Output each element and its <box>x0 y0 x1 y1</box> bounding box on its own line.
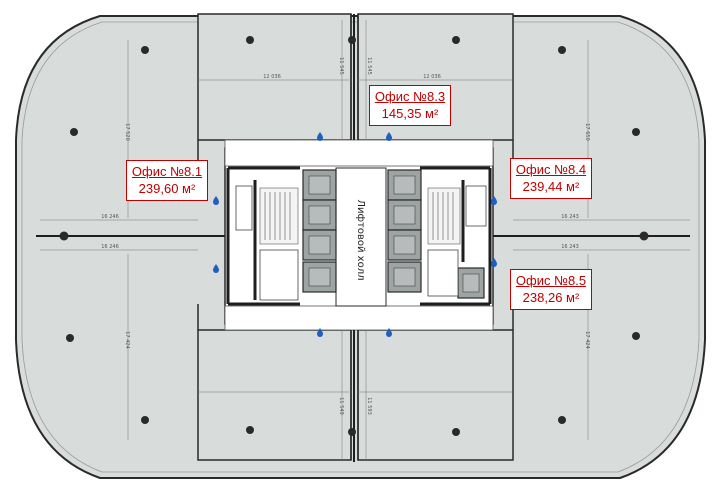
dim-right-upper-height: 17 650 <box>584 123 590 141</box>
droplet-icon <box>386 328 392 337</box>
lift-hall-label: Лифтовой холл <box>355 199 366 280</box>
office-area: 238,26 м² <box>522 290 580 305</box>
dim-top-center-right: 11 545 <box>366 57 372 75</box>
dim-right-depth-lower: 16 243 <box>561 244 579 250</box>
office-name: Офис №8.4 <box>515 162 587 177</box>
dim-bottom-center-right: 11 593 <box>366 397 372 415</box>
dim-top-right-width: 12 036 <box>423 74 441 80</box>
dim-left-depth-lower: 16 246 <box>101 244 119 250</box>
office-area: 239,44 м² <box>522 179 580 194</box>
droplet-icon <box>317 328 323 337</box>
corridor-bottom <box>224 305 494 331</box>
dim-top-center-left: 11 545 <box>338 57 344 75</box>
office-area: 239,60 м² <box>138 181 196 196</box>
lift-group-left <box>302 169 337 293</box>
office-8-7-bottom-right[interactable] <box>357 329 514 461</box>
partition-lines <box>197 14 514 460</box>
dim-left-upper-height: 17 520 <box>124 123 130 141</box>
dim-right-depth-upper: 16 243 <box>561 214 579 220</box>
core-walls <box>226 166 492 306</box>
corridor-top <box>224 139 494 167</box>
office-name: Офис №8.1 <box>131 164 203 179</box>
office-label-8-1[interactable]: Офис №8.1 239,60 м² <box>126 160 208 201</box>
dim-left-lower-height: 17 424 <box>124 331 130 349</box>
stair-right <box>427 187 461 245</box>
dim-left-depth-upper: 16 246 <box>101 214 119 220</box>
dimension-lines <box>40 20 690 460</box>
dim-right-lower-height: 17 424 <box>584 331 590 349</box>
droplet-icon <box>213 196 219 205</box>
lift-inner-squares <box>308 175 480 293</box>
droplet-icons <box>213 132 497 337</box>
lift-hall <box>335 167 387 307</box>
dim-top-left-width: 12 036 <box>263 74 281 80</box>
droplet-icon <box>213 264 219 273</box>
lift-group-right <box>387 169 485 299</box>
droplet-icon <box>491 196 497 205</box>
office-label-8-5[interactable]: Офис №8.5 238,26 м² <box>510 269 592 310</box>
dim-bottom-center-left: 11 549 <box>338 397 344 415</box>
service-rooms <box>235 185 487 301</box>
office-area: 145,35 м² <box>381 106 439 121</box>
facade-inner-line <box>21 21 700 473</box>
office-8-6-bottom-left[interactable] <box>197 329 352 461</box>
droplet-icon <box>317 132 323 141</box>
office-8-2-top-left[interactable] <box>197 13 352 141</box>
droplet-icon <box>386 132 392 141</box>
office-name: Офис №8.3 <box>374 89 446 104</box>
office-label-8-3[interactable]: Офис №8.3 145,35 м² <box>369 85 451 126</box>
columns <box>59 36 649 436</box>
office-label-8-4[interactable]: Офис №8.4 239,44 м² <box>510 158 592 199</box>
stair-left <box>259 187 299 245</box>
droplet-icon <box>491 258 497 267</box>
office-name: Офис №8.5 <box>515 273 587 288</box>
